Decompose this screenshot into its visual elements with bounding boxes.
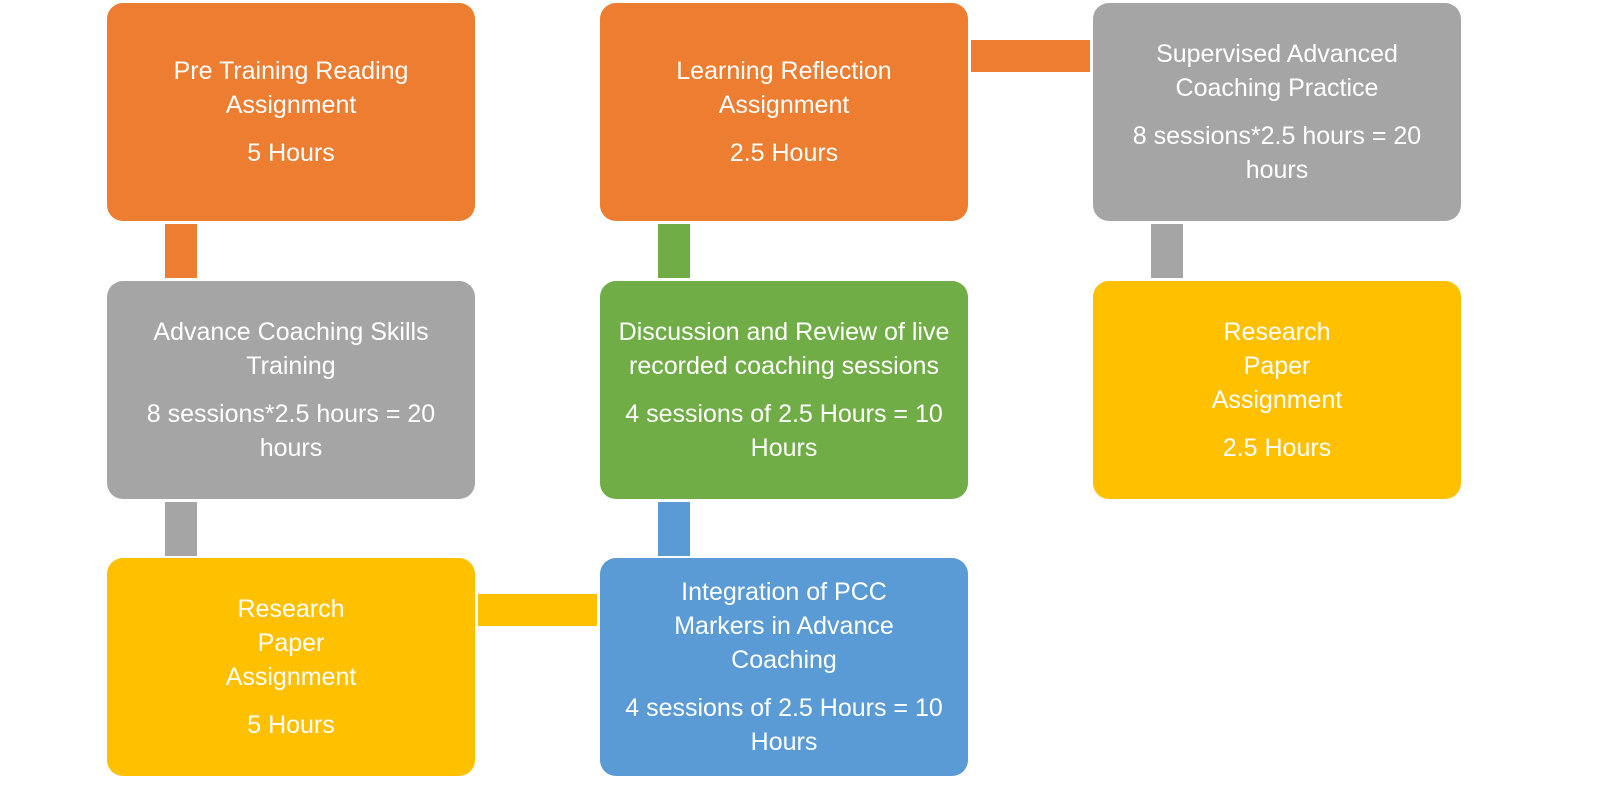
step-pre-training-reading: Pre Training Reading Assignment 5 Hours: [107, 3, 475, 221]
step-title: Research Paper Assignment: [1211, 318, 1343, 414]
step-title: Discussion and Review of live recorded c…: [618, 318, 950, 380]
step-hours: 2.5 Hours: [729, 139, 839, 167]
step-hours: 5 Hours: [247, 139, 335, 167]
step-title: Pre Training Reading Assignment: [173, 57, 409, 119]
step-discussion-review: Discussion and Review of live recorded c…: [600, 281, 968, 499]
step-learning-reflection: Learning Reflection Assignment 2.5 Hours: [600, 3, 968, 221]
step-pcc-markers: Integration of PCC Markers in Advance Co…: [600, 558, 968, 776]
step-supervised-practice: Supervised Advanced Coaching Practice 8 …: [1093, 3, 1461, 221]
step-title: Advance Coaching Skills Training: [153, 318, 429, 380]
step-hours: 8 sessions*2.5 hours = 20 hours: [1132, 122, 1422, 184]
connector: [971, 40, 1090, 72]
connector: [658, 224, 690, 278]
step-research-paper-1: Research Paper Assignment 5 Hours: [107, 558, 475, 776]
step-title: Learning Reflection Assignment: [676, 57, 892, 119]
step-research-paper-2: Research Paper Assignment 2.5 Hours: [1093, 281, 1461, 499]
step-hours: 4 sessions of 2.5 Hours = 10 Hours: [625, 694, 943, 756]
step-advance-coaching-skills: Advance Coaching Skills Training 8 sessi…: [107, 281, 475, 499]
step-title: Integration of PCC Markers in Advance Co…: [674, 578, 894, 674]
step-title: Supervised Advanced Coaching Practice: [1156, 40, 1398, 102]
step-title: Research Paper Assignment: [225, 595, 357, 691]
step-hours: 2.5 Hours: [1222, 434, 1332, 462]
connector: [165, 224, 197, 278]
step-hours: 4 sessions of 2.5 Hours = 10 Hours: [625, 400, 943, 462]
connector: [478, 594, 597, 626]
connector: [658, 502, 690, 556]
step-hours: 5 Hours: [247, 711, 335, 739]
connector: [1151, 224, 1183, 278]
connector: [165, 502, 197, 556]
step-hours: 8 sessions*2.5 hours = 20 hours: [146, 400, 436, 462]
